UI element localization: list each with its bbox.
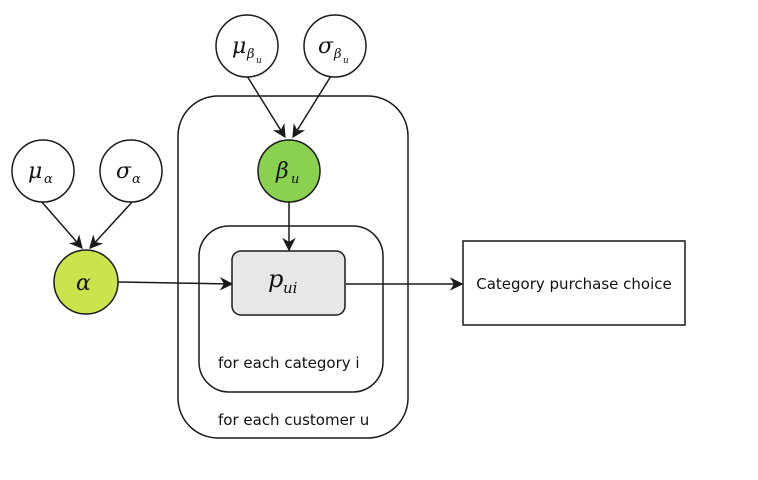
node-mu-alpha: μ α: [11, 139, 75, 203]
svg-text:σ: σ: [318, 34, 334, 59]
edge-mu-beta-to-beta: [246, 75, 286, 139]
svg-text:α: α: [44, 172, 53, 187]
svg-text:u: u: [256, 56, 262, 66]
svg-text:β: β: [333, 47, 342, 62]
edge-mu-alpha-to-alpha: [40, 200, 83, 250]
svg-text:ui: ui: [283, 279, 298, 297]
svg-text:Category purchase choice: Category purchase choice: [476, 275, 671, 293]
svg-text:μ: μ: [28, 159, 42, 184]
node-sigma-alpha: σ α: [99, 139, 163, 203]
node-alpha: α: [53, 249, 119, 315]
svg-text:β: β: [246, 47, 255, 62]
svg-text:α: α: [76, 271, 91, 296]
svg-text:u: u: [291, 172, 299, 187]
node-p-ui: p ui: [231, 250, 346, 316]
svg-text:β: β: [275, 159, 289, 184]
category-plate: [198, 225, 384, 393]
node-mu-beta: μ β u: [215, 14, 279, 78]
category-plate-label: for each category i: [218, 354, 360, 372]
customer-plate: [177, 95, 409, 439]
svg-text:p: p: [268, 265, 283, 293]
node-sigma-beta: σ β u: [303, 14, 367, 78]
svg-text:α: α: [132, 172, 141, 187]
svg-text:σ: σ: [116, 159, 132, 184]
node-beta-u: β u: [257, 139, 321, 203]
output-box: Category purchase choice: [462, 240, 686, 326]
edge-sigma-alpha-to-alpha: [89, 200, 134, 249]
svg-text:μ: μ: [232, 34, 246, 59]
customer-plate-label: for each customer u: [218, 411, 369, 429]
edge-alpha-to-pui: [117, 277, 234, 291]
edge-sigma-beta-to-beta: [292, 75, 332, 139]
svg-text:u: u: [343, 56, 349, 66]
